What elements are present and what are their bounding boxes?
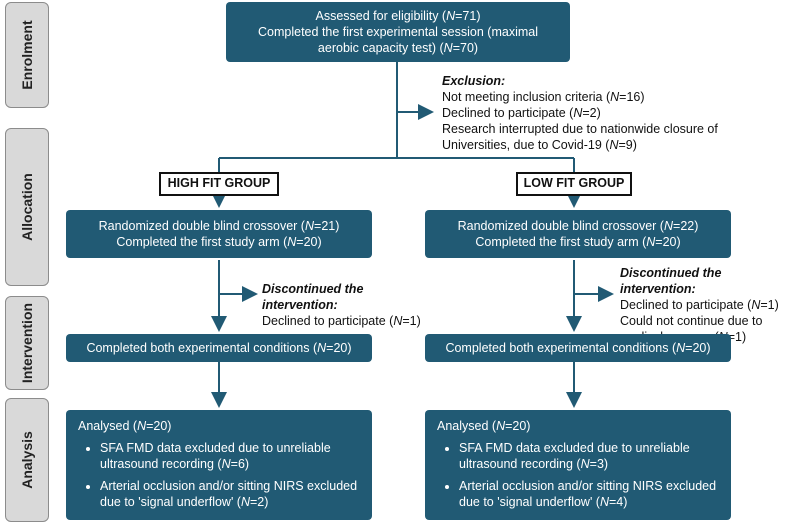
list-item: Arterial occlusion and/or sitting NIRS e…: [100, 478, 362, 510]
assessed-box: Assessed for eligibility (N=71) Complete…: [226, 2, 570, 62]
exclusion-item: Universities, due to Covid-19 (N=9): [442, 138, 637, 152]
low-discontinued-heading: Discontinued the intervention:: [620, 266, 722, 296]
low-completed-arm-line: Completed the first study arm (N=20): [475, 235, 681, 249]
list-item: SFA FMD data excluded due to unreliable …: [459, 440, 721, 472]
low-fit-group-label: LOW FIT GROUP: [516, 172, 632, 196]
stage-analysis: Analysis: [5, 398, 49, 522]
exclusion-item: Not meeting inclusion criteria (N=16): [442, 90, 645, 104]
high-completed-arm-line: Completed the first study arm (N=20): [116, 235, 322, 249]
high-discontinued-item: Declined to participate (N=1): [262, 314, 421, 328]
stage-enrolment: Enrolment: [5, 2, 49, 108]
high-discontinued-heading: Discontinued the intervention:: [262, 282, 364, 312]
high-fit-group-label: HIGH FIT GROUP: [159, 172, 279, 196]
high-analysed-title: Analysed (N=20): [78, 419, 172, 433]
stage-intervention: Intervention: [5, 296, 49, 390]
stage-allocation: Allocation: [5, 128, 49, 286]
list-item: Arterial occlusion and/or sitting NIRS e…: [459, 478, 721, 510]
low-completed-both-line: Completed both experimental conditions (…: [445, 341, 711, 355]
assessed-line3: aerobic capacity test) (N=70): [317, 41, 479, 55]
exclusion-note: Exclusion: Not meeting inclusion criteri…: [442, 73, 792, 153]
high-randomized-box: Randomized double blind crossover (N=21)…: [66, 210, 372, 258]
low-randomized-line: Randomized double blind crossover (N=22): [457, 219, 699, 233]
high-completed-both-line: Completed both experimental conditions (…: [86, 341, 352, 355]
exclusion-item: Declined to participate (N=2): [442, 106, 601, 120]
low-analysed-box: Analysed (N=20) SFA FMD data excluded du…: [425, 410, 731, 520]
exclusion-heading: Exclusion:: [442, 74, 506, 88]
high-analysed-box: Analysed (N=20) SFA FMD data excluded du…: [66, 410, 372, 520]
low-discontinued-note: Discontinued the intervention: Declined …: [620, 265, 798, 345]
low-analysis-list: SFA FMD data excluded due to unreliable …: [437, 440, 721, 510]
assessed-line1: Assessed for eligibility (N=71): [315, 9, 481, 23]
assessed-line2: Completed the first experimental session…: [258, 25, 538, 39]
low-discontinued-item: Declined to participate (N=1): [620, 298, 779, 312]
low-analysed-title: Analysed (N=20): [437, 419, 531, 433]
high-completed-both-box: Completed both experimental conditions (…: [66, 334, 372, 362]
high-analysis-list: SFA FMD data excluded due to unreliable …: [78, 440, 362, 510]
list-item: SFA FMD data excluded due to unreliable …: [100, 440, 362, 472]
low-completed-both-box: Completed both experimental conditions (…: [425, 334, 731, 362]
low-randomized-box: Randomized double blind crossover (N=22)…: [425, 210, 731, 258]
exclusion-item: Research interrupted due to nationwide c…: [442, 122, 718, 136]
high-randomized-line: Randomized double blind crossover (N=21): [98, 219, 340, 233]
low-discontinued-item: Could not continue due to: [620, 314, 763, 328]
high-discontinued-note: Discontinued the intervention: Declined …: [262, 281, 422, 329]
